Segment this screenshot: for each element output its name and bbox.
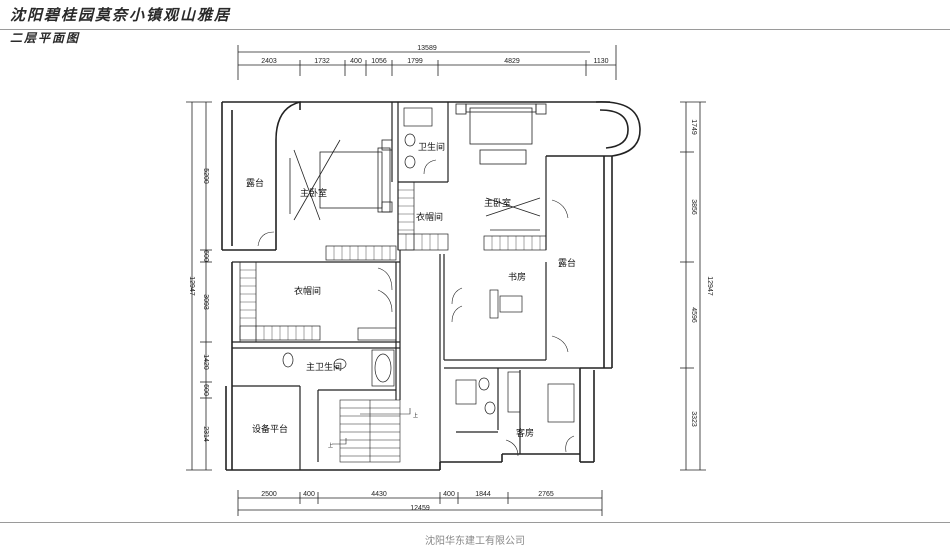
dimension-lines: [186, 45, 706, 516]
dim-bottom-3: 4430: [371, 491, 387, 498]
room-label-master-bedroom-right: 主卧室: [484, 197, 511, 209]
room-label-balcony-left: 露台: [246, 177, 264, 189]
bed-left: [289, 139, 393, 221]
company-name: 沈阳华东建工有限公司: [425, 536, 525, 547]
dim-left-3: 3093: [202, 294, 209, 310]
dim-right-2: 3856: [690, 199, 697, 215]
dim-top-3: 400: [350, 58, 362, 65]
room-label-cloakroom-left: 衣帽间: [294, 285, 321, 297]
dim-left-total: 12947: [188, 276, 195, 296]
room-label-study: 书房: [508, 271, 526, 283]
dim-right-4: 3323: [690, 411, 697, 427]
bath-fixtures: [282, 107, 575, 423]
dim-top-2: 1732: [314, 58, 330, 65]
dim-right-total: 12947: [706, 276, 713, 296]
drawing-title: 沈阳碧桂园莫奈小镇观山雅居: [10, 6, 232, 24]
dim-left-2: 600: [202, 250, 209, 262]
room-label-balcony-right: 露台: [558, 257, 576, 269]
dim-top-7: 1130: [593, 58, 608, 65]
footer-divider: [0, 522, 950, 523]
wardrobe-cabinets: [239, 181, 547, 413]
stair-up-label-1: 上: [413, 412, 418, 419]
dim-bottom-2: 400: [303, 491, 315, 498]
dim-bottom-1: 2500: [261, 491, 277, 498]
room-label-master-bedroom-left: 主卧室: [300, 187, 327, 199]
room-label-bathroom-top: 卫生间: [418, 141, 445, 153]
room-label-cloakroom-top: 衣帽间: [416, 211, 443, 223]
dim-top-6: 4829: [504, 58, 520, 65]
dim-left-6: 2314: [202, 426, 209, 442]
stair-up-label-2: 上: [328, 442, 333, 449]
drawing-subtitle: 二层平面图: [10, 31, 81, 45]
doors: [257, 159, 575, 457]
bed-right: [455, 103, 547, 231]
dim-top-total: 13589: [417, 45, 437, 52]
dim-left-4: 1420: [202, 354, 209, 370]
header-divider: [0, 29, 950, 30]
room-label-guest-room: 客房: [516, 427, 534, 439]
room-label-master-bath: 主卫生间: [306, 361, 342, 373]
dim-bottom-5: 1844: [475, 491, 491, 498]
interior-walls: [232, 102, 580, 470]
dim-bottom-4: 400: [443, 491, 455, 498]
dim-left-1: 5200: [202, 168, 209, 184]
dim-top-1: 2403: [261, 58, 277, 65]
room-label-equipment-platform: 设备平台: [252, 423, 288, 435]
dim-bottom-total: 12459: [410, 505, 430, 512]
dim-right-1: 1749: [690, 119, 697, 135]
dim-top-5: 1799: [407, 58, 423, 65]
dim-bottom-6: 2765: [538, 491, 554, 498]
exterior-walls: [221, 101, 641, 471]
staircase: [332, 399, 411, 463]
dim-right-3: 4596: [690, 307, 697, 323]
dim-top-4: 1056: [371, 58, 387, 65]
dim-left-5: 600: [202, 384, 209, 396]
